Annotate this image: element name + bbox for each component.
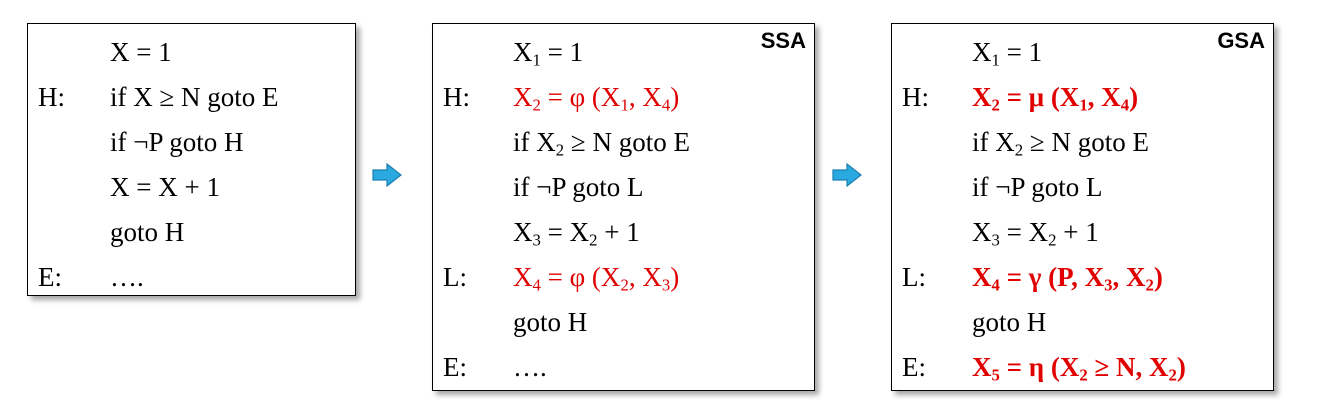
code-line: E: ….: [433, 347, 814, 387]
code-line: E: X5 = η (X2 ≥ N, X2): [892, 347, 1273, 387]
subscript: 4: [991, 275, 1000, 295]
line-label: H:: [443, 82, 470, 112]
subscript: 2: [1014, 140, 1024, 160]
code-statement: X3 = X2 + 1: [972, 217, 1099, 250]
subscript: 2: [1168, 365, 1177, 385]
code-line: X3 = X2 + 1: [892, 212, 1273, 252]
code-line: goto H: [892, 302, 1273, 342]
code-line: if X2 ≥ N goto E: [892, 122, 1273, 162]
code-line: E: ….: [28, 257, 355, 297]
code-statement: goto H: [513, 307, 588, 337]
subscript: 2: [1048, 230, 1057, 250]
code-line: H: if X ≥ N goto E: [28, 77, 355, 117]
line-label: H:: [902, 82, 929, 112]
gsa-tag: GSA: [1217, 28, 1265, 53]
subscript: 1: [532, 50, 541, 70]
subscript: 2: [1145, 275, 1154, 295]
code-statement: X5 = η (X2 ≥ N, X2): [972, 352, 1186, 385]
code-statement: X3 = X2 + 1: [513, 217, 640, 250]
arrow-right-icon: [372, 163, 402, 187]
code-statement: if ¬P goto H: [110, 127, 244, 157]
code-line: if ¬P goto L: [433, 167, 814, 207]
line-label: L:: [443, 262, 467, 292]
original-code-panel: X = 1 H: if X ≥ N goto E if ¬P goto H X = X …: [27, 23, 356, 296]
subscript: 2: [991, 95, 1000, 115]
line-label: E:: [38, 262, 62, 292]
subscript: 3: [1104, 275, 1113, 295]
code-statement: X = X + 1: [110, 172, 220, 202]
code-statement: if ¬P goto L: [972, 172, 1103, 202]
code-statement: goto H: [110, 217, 185, 247]
code-statement: X1 = 1: [972, 37, 1043, 70]
code-statement: X1 = 1: [513, 37, 584, 70]
subscript: 4: [532, 275, 541, 295]
code-statement: goto H: [972, 307, 1047, 337]
code-statement: X2 = φ (X1, X4): [513, 82, 680, 115]
code-line: X3 = X2 + 1: [433, 212, 814, 252]
subscript: 1: [620, 95, 629, 115]
subscript: 5: [991, 365, 1000, 385]
ssa-tag: SSA: [760, 28, 806, 53]
ssa-code-panel: SSA X1 = 1 H: X2 = φ (X1, X4) if X2 ≥ N got…: [432, 23, 815, 391]
arrow-right-icon: [832, 163, 862, 187]
subscript: 1: [991, 50, 1000, 70]
subscript: 2: [1079, 365, 1088, 385]
subscript: 2: [589, 230, 598, 250]
code-statement: X4 = φ (X2, X3): [513, 262, 680, 295]
code-line: goto H: [28, 212, 355, 252]
subscript: 3: [661, 275, 671, 295]
code-statement: X2 = μ (X1, X4): [972, 82, 1139, 115]
subscript: 4: [1120, 95, 1130, 115]
code-statement: if ¬P goto L: [513, 172, 644, 202]
code-statement: X = 1: [110, 37, 172, 67]
subscript: 4: [661, 95, 671, 115]
code-statement: X4 = γ (P, X3, X2): [972, 262, 1163, 295]
code-statement: if X2 ≥ N goto E: [972, 127, 1149, 160]
code-statement: if X2 ≥ N goto E: [513, 127, 690, 160]
subscript: 2: [532, 95, 541, 115]
subscript: 2: [620, 275, 629, 295]
subscript: 3: [532, 230, 541, 250]
subscript: 2: [555, 140, 565, 160]
code-statement: ….: [513, 352, 547, 382]
subscript: 1: [1079, 95, 1088, 115]
code-line: H: X2 = φ (X1, X4): [433, 77, 814, 117]
gsa-code-panel: GSA X1 = 1 H: X2 = μ (X1, X4) if X2 ≥ N got…: [891, 23, 1274, 391]
line-label: E:: [902, 352, 926, 382]
code-line: X1 = 1: [892, 32, 1273, 72]
code-statement: if X ≥ N goto E: [110, 82, 279, 112]
code-line: if ¬P goto L: [892, 167, 1273, 207]
code-line: H: X2 = μ (X1, X4): [892, 77, 1273, 117]
subscript: 3: [991, 230, 1000, 250]
code-line: X = 1: [28, 32, 355, 72]
code-line: L: X4 = φ (X2, X3): [433, 257, 814, 297]
code-line: L: X4 = γ (P, X3, X2): [892, 257, 1273, 297]
code-line: X = X + 1: [28, 167, 355, 207]
line-label: H:: [38, 82, 65, 112]
code-line: if X2 ≥ N goto E: [433, 122, 814, 162]
code-statement: ….: [110, 262, 144, 292]
code-line: X1 = 1: [433, 32, 814, 72]
code-line: goto H: [433, 302, 814, 342]
line-label: E:: [443, 352, 467, 382]
code-line: if ¬P goto H: [28, 122, 355, 162]
line-label: L:: [902, 262, 926, 292]
